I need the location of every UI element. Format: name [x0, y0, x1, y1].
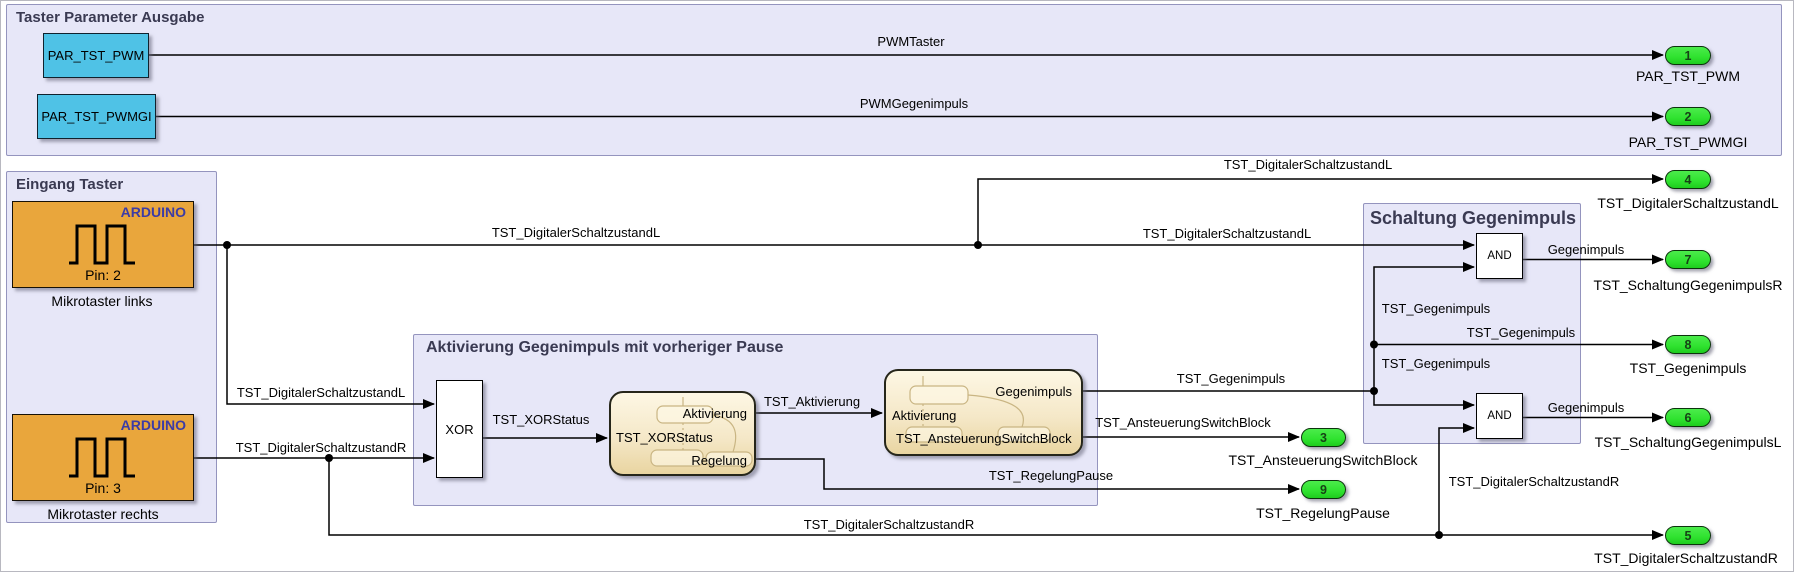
arduino-pin-label: Pin: 3 — [85, 480, 121, 496]
area-title-eingang-taster: Eingang Taster — [16, 176, 124, 193]
constant-par-tst-pwm[interactable]: PAR_TST_PWM — [43, 33, 149, 78]
signal-label-schaltzustand-l-2: TST_DigitalerSchaltzustandL — [1142, 226, 1312, 241]
area-title-schaltung-gegenimpuls: Schaltung Gegenimpuls — [1370, 208, 1577, 228]
constant-par-tst-pwmgi[interactable]: PAR_TST_PWMGI — [37, 94, 156, 139]
signal-label-pwmgegenimpuls: PWMGegenimpuls — [859, 96, 969, 111]
arduino-rechts-name: Mikrotaster rechts — [47, 506, 159, 522]
outport-9-name: TST_RegelungPause — [1256, 505, 1390, 521]
outport-number: 1 — [1684, 48, 1692, 63]
signal-label-schaltzustand-l-3: TST_DigitalerSchaltzustandL — [1223, 157, 1393, 172]
signal-label-schaltzustand-l-4: TST_DigitalerSchaltzustandL — [236, 385, 406, 400]
outport-number: 2 — [1684, 109, 1692, 124]
outport-1[interactable]: 1 — [1665, 46, 1711, 65]
outport-4-name: TST_DigitalerSchaltzustandL — [1597, 195, 1779, 211]
outport-6-name: TST_SchaltungGegenimpulsL — [1594, 434, 1782, 450]
outport-number: 6 — [1684, 410, 1692, 425]
arduino-digital-input-links[interactable]: ARDUINO Pin: 2 — [12, 201, 194, 288]
outport-number: 3 — [1320, 430, 1327, 445]
outport-number: 4 — [1684, 172, 1692, 187]
signal-label-schaltzustand-r-1: TST_DigitalerSchaltzustandR — [235, 440, 407, 455]
area-taster-parameter-ausgabe[interactable]: Taster Parameter Ausgabe — [6, 4, 1782, 156]
chart-tst-xorstatus[interactable]: Aktivierung TST_XORStatus Regelung — [609, 391, 756, 476]
arduino-links-name: Mikrotaster links — [51, 293, 153, 309]
chart-output-regelung: Regelung — [691, 453, 747, 468]
signal-label-and2-gegenimpuls: Gegenimpuls — [1547, 400, 1625, 415]
signal-label-gegenimpuls-4: TST_Gegenimpuls — [1381, 356, 1491, 371]
signal-label-schaltzustand-r-3: TST_DigitalerSchaltzustandR — [1448, 474, 1620, 489]
area-title-taster-parameter-ausgabe: Taster Parameter Ausgabe — [16, 9, 205, 26]
arduino-brand-label: ARDUINO — [120, 204, 186, 220]
chart-input-aktivierung: Aktivierung — [892, 408, 957, 423]
outport-number: 8 — [1684, 337, 1692, 352]
area-title-aktivierung-gegenimpuls: Aktivierung Gegenimpuls mit vorheriger P… — [426, 339, 784, 356]
pulse-wave-icon — [69, 437, 135, 478]
signal-label-xorstatus: TST_XORStatus — [492, 412, 590, 427]
signal-label-and1-gegenimpuls: Gegenimpuls — [1547, 242, 1625, 257]
outport-5-name: TST_DigitalerSchaltzustandR — [1594, 550, 1778, 566]
signal-label-schaltzustand-r-2: TST_DigitalerSchaltzustandR — [803, 517, 975, 532]
and-label: AND — [1487, 250, 1512, 262]
signal-label-gegenimpuls-2: TST_Gegenimpuls — [1381, 301, 1491, 316]
outport-3[interactable]: 3 — [1301, 428, 1346, 447]
chart-name-tst-xorstatus: TST_XORStatus — [616, 430, 713, 445]
xor-label: XOR — [445, 421, 474, 437]
outport-9[interactable]: 9 — [1301, 480, 1346, 499]
signal-label-gegenimpuls-1: TST_Gegenimpuls — [1176, 371, 1286, 386]
outport-8[interactable]: 8 — [1665, 335, 1711, 354]
outport-8-name: TST_Gegenimpuls — [1629, 360, 1747, 376]
chart-output-aktivierung: Aktivierung — [682, 406, 747, 421]
outport-2[interactable]: 2 — [1665, 107, 1711, 126]
signal-label-gegenimpuls-3: TST_Gegenimpuls — [1466, 325, 1576, 340]
outport-1-name: PAR_TST_PWM — [1636, 68, 1740, 84]
logic-and-block-2[interactable]: AND — [1476, 393, 1523, 439]
and-label: AND — [1487, 410, 1512, 422]
signal-label-schaltzustand-l-1: TST_DigitalerSchaltzustandL — [491, 225, 661, 240]
outport-number: 7 — [1684, 252, 1692, 267]
chart-name-tst-ansteuerungswitchblock: TST_AnsteuerungSwitchBlock — [896, 431, 1072, 446]
signal-label-ansteuerungswitchblock: TST_AnsteuerungSwitchBlock — [1095, 415, 1271, 430]
wire-schaltzustand-l-to-xor[interactable] — [226, 245, 435, 409]
pulse-wave-icon — [69, 224, 135, 265]
outport-2-name: PAR_TST_PWMGI — [1628, 134, 1748, 150]
statechart-icon — [650, 397, 753, 467]
outport-7-name: TST_SchaltungGegenimpulsR — [1593, 277, 1783, 293]
logic-xor-block[interactable]: XOR — [436, 380, 483, 478]
signal-label-pwmtaster: PWMTaster — [877, 34, 945, 49]
outport-3-name: TST_AnsteuerungSwitchBlock — [1228, 452, 1418, 468]
outport-4[interactable]: 4 — [1665, 170, 1711, 189]
arduino-digital-input-rechts[interactable]: ARDUINO Pin: 3 — [12, 414, 194, 501]
signal-label-aktivierung: TST_Aktivierung — [763, 394, 861, 409]
arduino-pin-label: Pin: 2 — [85, 267, 121, 283]
signal-label-regelungpause: TST_RegelungPause — [988, 468, 1114, 483]
constant-par-tst-pwmgi-label: PAR_TST_PWMGI — [41, 109, 152, 124]
chart-output-gegenimpuls: Gegenimpuls — [995, 384, 1072, 399]
outport-number: 9 — [1320, 482, 1327, 497]
statechart-icon — [905, 376, 1051, 443]
outport-6[interactable]: 6 — [1665, 408, 1711, 427]
outport-number: 5 — [1684, 528, 1692, 543]
outport-5[interactable]: 5 — [1665, 526, 1711, 545]
chart-tst-ansteuerungswitchblock[interactable]: Gegenimpuls Aktivierung TST_AnsteuerungS… — [884, 369, 1083, 456]
logic-and-block-1[interactable]: AND — [1476, 233, 1523, 279]
arduino-brand-label: ARDUINO — [120, 417, 186, 433]
constant-par-tst-pwm-label: PAR_TST_PWM — [47, 48, 145, 63]
outport-7[interactable]: 7 — [1665, 250, 1711, 269]
